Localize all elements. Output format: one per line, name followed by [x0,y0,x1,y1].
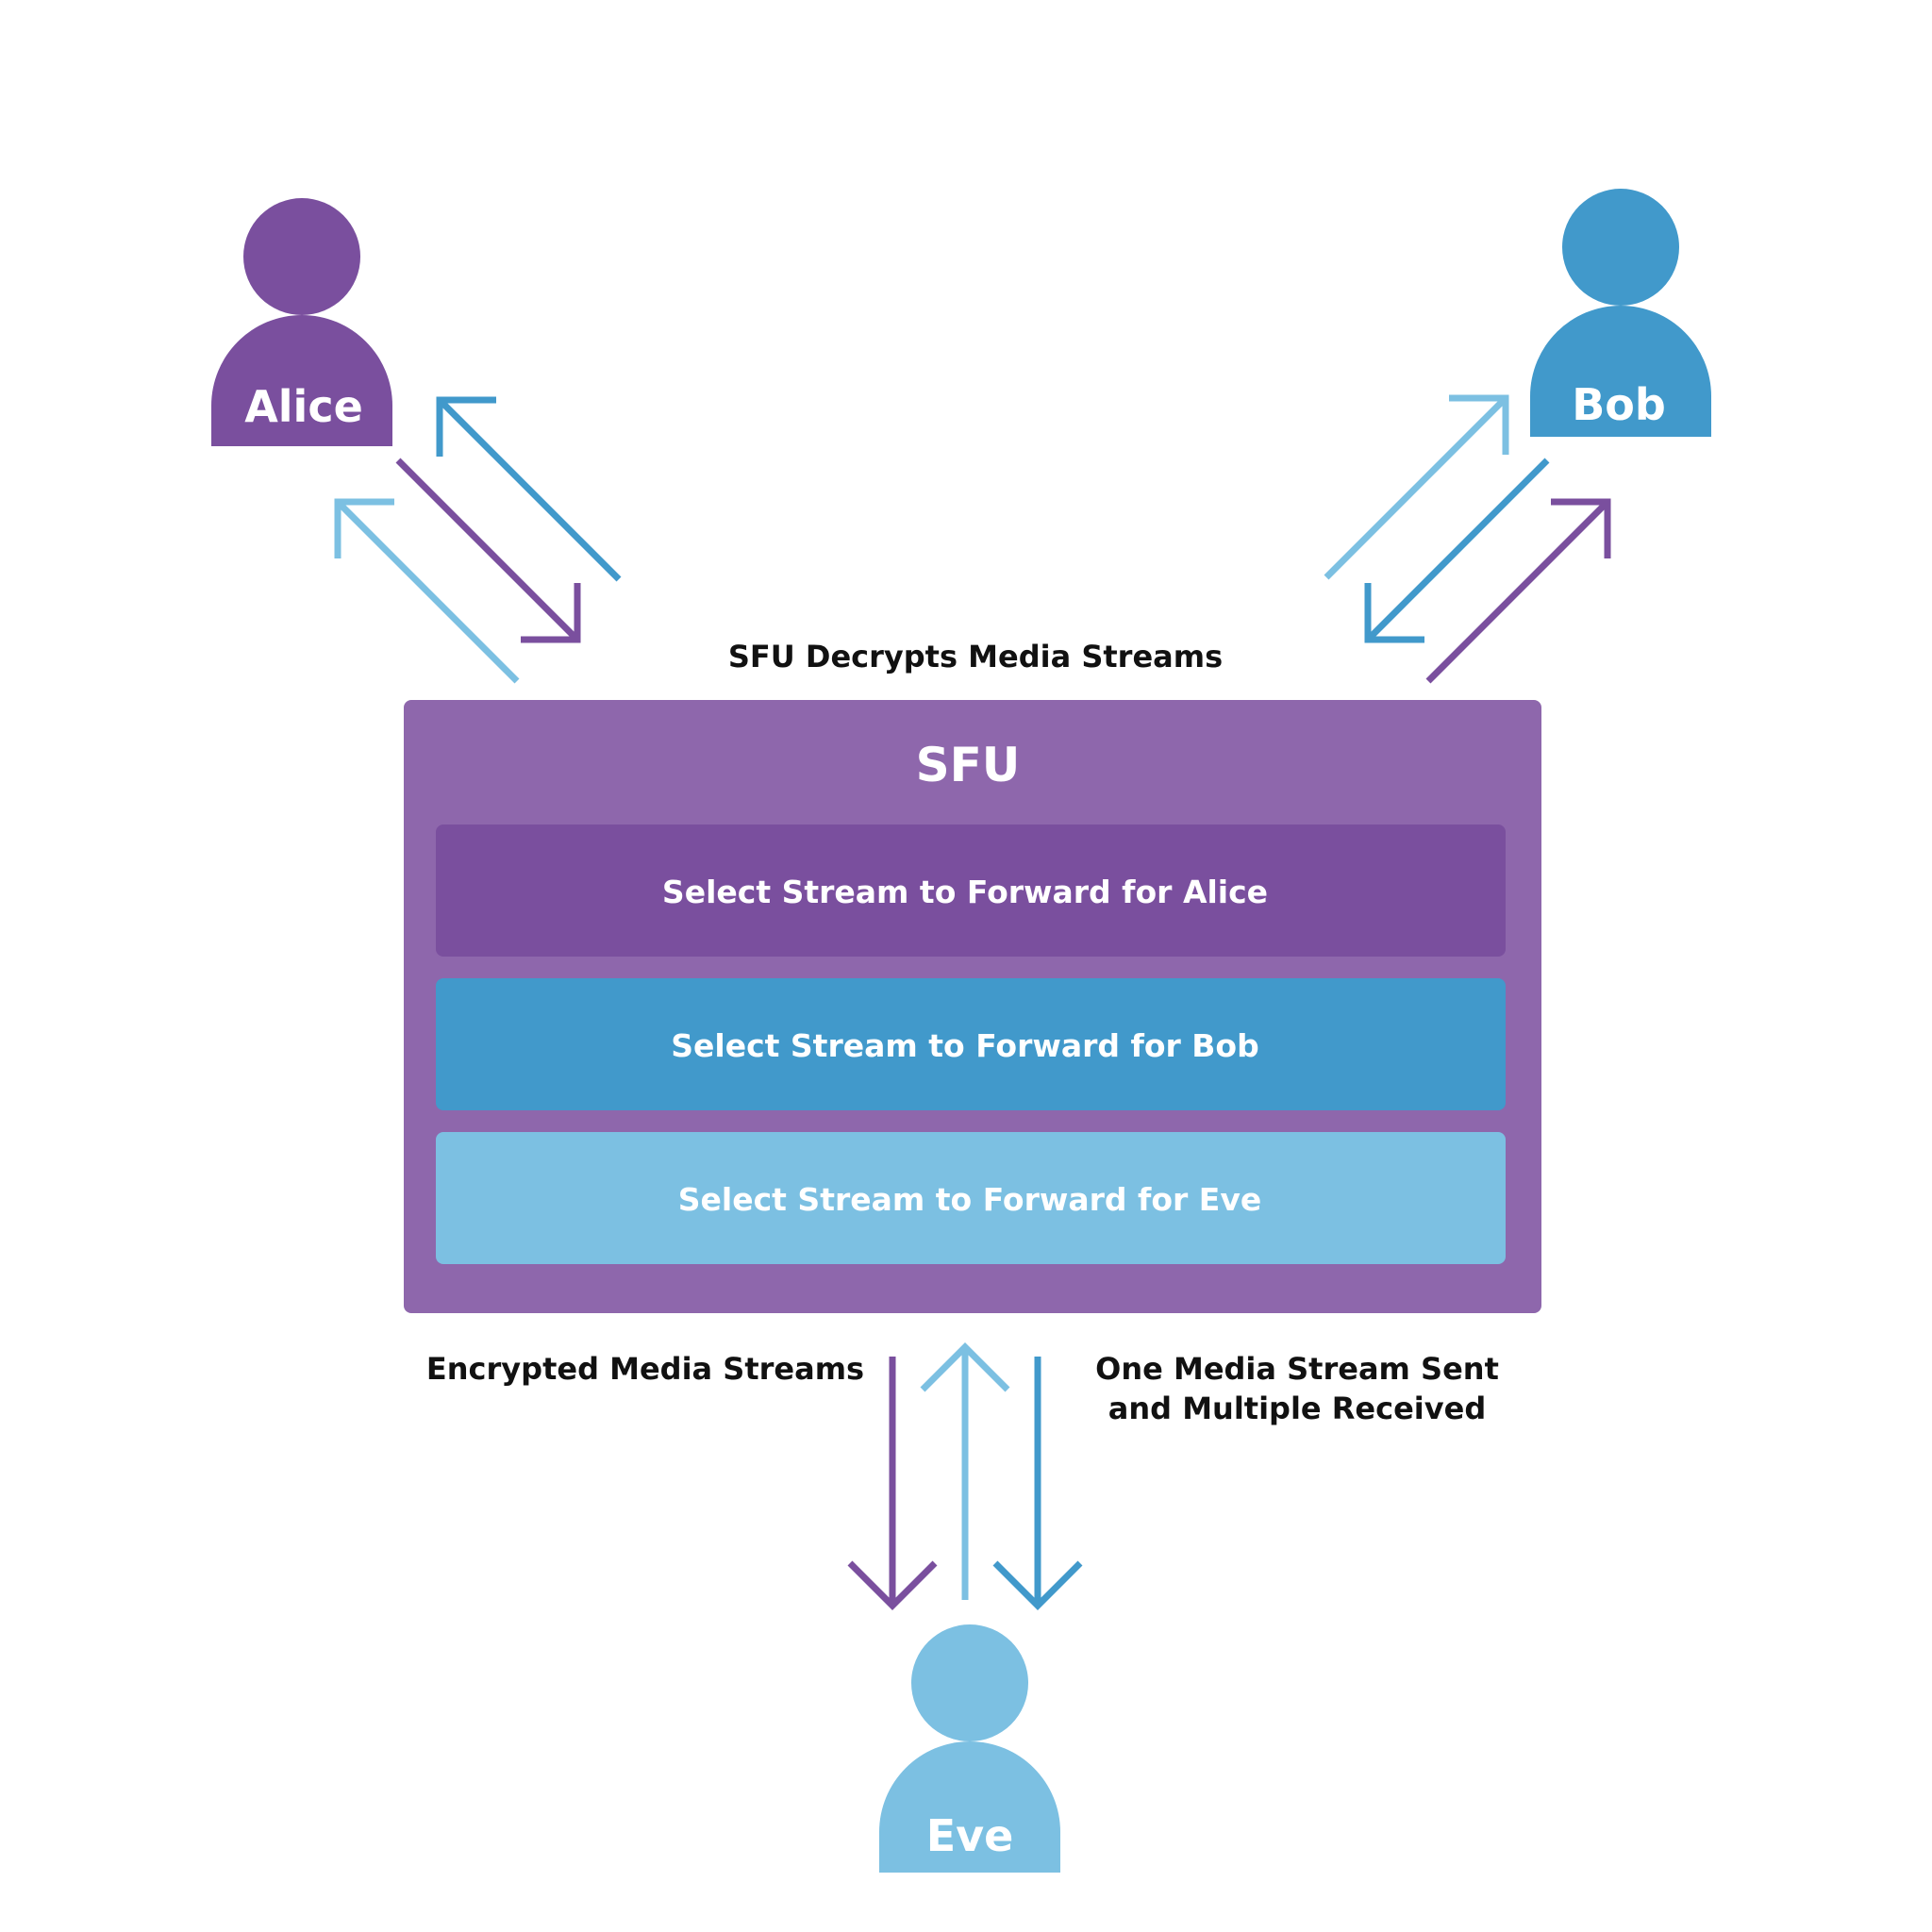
alice-head-icon [243,198,360,315]
arrow-bob-stream-to-alice [437,397,622,582]
caption-encrypted-streams: Encrypted Media Streams [426,1351,864,1387]
arrow-head-up-icon [920,1342,1010,1392]
arrow-head-up-left-icon [436,396,496,457]
sfu-row-bob-label: Select Stream to Forward for Bob [671,1027,1258,1064]
arrow-eve-stream-to-alice [335,499,520,684]
arrow-head-down-icon [992,1560,1083,1610]
bob-label: Bob [1572,379,1666,430]
person-eve: Eve [879,1624,1060,1873]
caption-one-sent-line2: and Multiple Received [1108,1391,1486,1426]
arrow-eve-stream-to-bob [1324,395,1508,580]
sfu-row-eve: Select Stream to Forward for Eve [436,1132,1506,1264]
alice-label: Alice [244,381,363,432]
arrow-head-down-right-icon [521,583,581,643]
sfu-row-bob-bg [436,978,1506,1110]
sfu-row-bob: Select Stream to Forward for Bob [436,978,1506,1110]
arrow-alice-stream-to-sfu [395,458,580,642]
bob-arrows [1324,394,1611,684]
sfu-row-eve-label: Select Stream to Forward for Eve [678,1181,1261,1218]
eve-label: Eve [926,1810,1014,1861]
sfu-row-alice: Select Stream to Forward for Alice [436,824,1506,957]
arrow-head-up-left-icon [334,498,394,558]
arrow-head-down-left-icon [1364,583,1424,643]
sfu-box: SFU Select Stream to Forward for Alice S… [404,700,1541,1313]
arrow-head-up-right-icon [1449,394,1509,455]
person-alice: Alice [211,198,392,446]
caption-one-sent-line1: One Media Stream Sent [1095,1351,1499,1387]
sfu-title: SFU [916,738,1021,792]
sfu-row-alice-label: Select Stream to Forward for Alice [662,874,1268,910]
sfu-row-eve-bg [436,1132,1506,1264]
bob-body-icon [1530,306,1711,437]
arrow-head-down-icon [847,1560,938,1610]
bob-head-icon [1562,189,1679,306]
sfu-row-alice-bg [436,824,1506,957]
eve-body-icon [879,1741,1060,1873]
caption-sfu-decrypts: SFU Decrypts Media Streams [728,639,1223,675]
arrow-alice-stream-to-bob [1425,499,1610,684]
person-bob: Bob [1530,189,1711,437]
arrow-bob-stream-to-sfu [1365,458,1550,642]
alice-arrows [334,396,622,684]
eve-head-icon [911,1624,1028,1741]
eve-arrows [847,1342,1083,1610]
arrow-head-up-right-icon [1551,498,1611,558]
alice-body-icon [211,315,392,446]
